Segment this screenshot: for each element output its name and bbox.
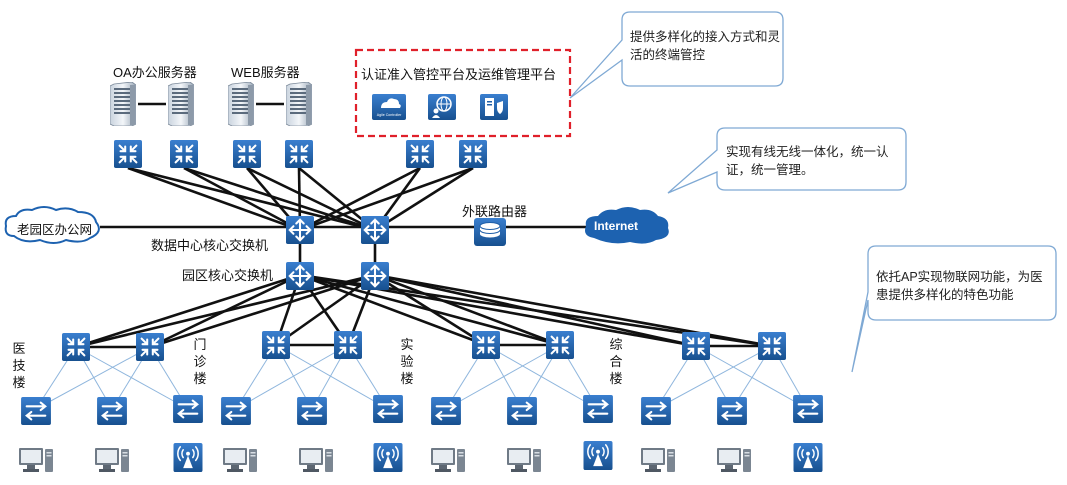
internet-cloud-icon	[585, 207, 669, 244]
agg-switch-icon-2	[135, 333, 165, 361]
campus-core-label: 园区核心交换机	[182, 268, 274, 283]
pc-icon	[223, 448, 257, 472]
campus-core-switch-icon-1	[286, 262, 314, 290]
agg-switch-icon-6	[545, 331, 575, 359]
campus-core-switch-icon-2	[361, 262, 389, 290]
access-switch-icon	[640, 397, 672, 425]
pc-icon	[717, 448, 751, 472]
callout-wired-wireless: 实现有线无线一体化，统一认证，统一管理。	[667, 127, 907, 194]
internet-label: Internet	[594, 219, 639, 233]
callout-iot-text: 依托AP实现物联网功能，为医患提供多样化的特色功能	[876, 270, 1043, 302]
globe-user-icon	[428, 94, 456, 120]
web-server-icon-2	[286, 82, 312, 126]
platform-switch-icon-2	[458, 140, 488, 168]
wireless-ap-icon	[373, 443, 403, 472]
pc-icon	[95, 448, 129, 472]
access-switch-icon	[792, 395, 824, 423]
server-switch-icon-1	[113, 140, 143, 168]
callout-iot: 依托AP实现物联网功能，为医患提供多样化的特色功能	[851, 245, 1057, 373]
server-switch-icon-3	[232, 140, 262, 168]
oa-server-label: OA办公服务器	[113, 65, 197, 80]
oa-server-icon-1	[110, 82, 136, 126]
dc-core-switch-icon-2	[361, 216, 389, 244]
access-switch-icon	[582, 395, 614, 423]
agile-controller-icon: Agile Controller	[372, 94, 406, 120]
wireless-ap-icon	[583, 441, 613, 470]
access-switch-icon	[716, 397, 748, 425]
building-label-general: 综合楼	[609, 337, 623, 386]
access-switch-icon	[296, 397, 328, 425]
callout-terminal-control: 提供多样化的接入方式和灵活的终端管控	[569, 11, 784, 99]
access-switch-icon	[430, 397, 462, 425]
wireless-ap-icon	[793, 443, 823, 472]
old-campus-label: 老园区办公网	[17, 223, 93, 237]
dc-core-switch-icon-1	[286, 216, 314, 244]
agg-switch-icon-1	[61, 333, 91, 361]
access-switch-icon	[506, 397, 538, 425]
router-label: 外联路由器	[462, 204, 528, 219]
building-label-medtech: 医技楼	[12, 341, 26, 390]
pc-icon	[641, 448, 675, 472]
router-icon	[474, 218, 506, 246]
access-switch-icon	[372, 395, 404, 423]
pc-icon	[299, 448, 333, 472]
auth-platform-label: 认证准入管控平台及运维管理平台	[361, 67, 557, 82]
web-server-label: WEB服务器	[231, 65, 300, 80]
agg-switch-icon-8	[757, 332, 787, 360]
agg-switch-icon-7	[681, 332, 711, 360]
old-campus-cloud-icon	[4, 206, 100, 244]
agg-switch-icon-3	[261, 331, 291, 359]
auth-platform-box	[354, 48, 572, 138]
firewall-server-icon	[480, 94, 508, 120]
building-label-lab: 实验楼	[400, 337, 414, 386]
server-switch-icon-4	[284, 140, 314, 168]
access-switch-icon	[20, 397, 52, 425]
callout-wired-wireless-text: 实现有线无线一体化，统一认证，统一管理。	[726, 145, 889, 177]
platform-switch-icon-1	[405, 140, 435, 168]
pc-icon	[507, 448, 541, 472]
building-label-outpatient: 门诊楼	[193, 337, 207, 386]
callout-terminal-control-text: 提供多样化的接入方式和灵活的终端管控	[630, 30, 780, 62]
pc-icon	[431, 448, 465, 472]
agile-controller-label: Agile Controller	[377, 113, 402, 117]
pc-icon	[19, 448, 53, 472]
server-switch-icon-2	[169, 140, 199, 168]
access-switch-icon	[96, 397, 128, 425]
oa-server-icon-2	[168, 82, 194, 126]
web-server-icon-1	[228, 82, 254, 126]
agg-switch-icon-4	[333, 331, 363, 359]
access-switch-icon	[220, 397, 252, 425]
agg-switch-icon-5	[471, 331, 501, 359]
wireless-ap-icon	[173, 443, 203, 472]
dc-core-label: 数据中心核心交换机	[151, 238, 269, 253]
access-switch-icon	[172, 395, 204, 423]
